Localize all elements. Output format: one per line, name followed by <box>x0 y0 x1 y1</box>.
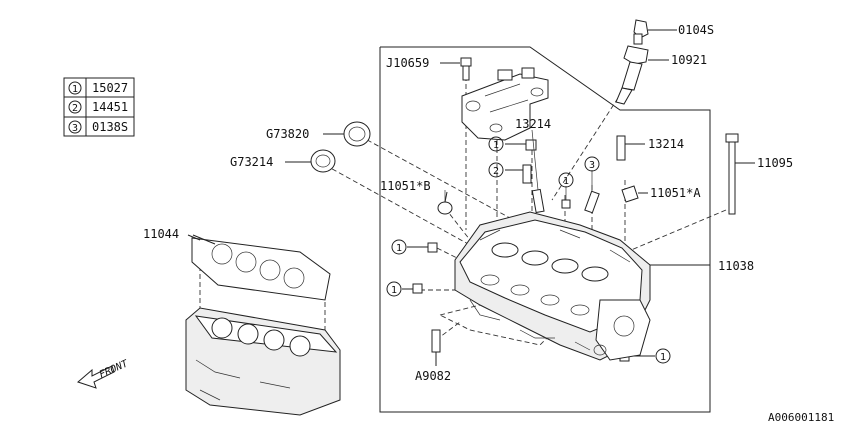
bolt-j10659 <box>440 57 472 81</box>
svg-text:2: 2 <box>493 166 499 177</box>
front-arrow: FRONT <box>77 358 131 389</box>
solenoid-10921 <box>615 45 669 105</box>
plug-small-2 <box>505 164 532 184</box>
label-g73214: G73214 <box>230 155 273 169</box>
plug-small-1 <box>505 139 537 151</box>
label-leaders <box>192 191 448 245</box>
svg-text:1: 1 <box>391 285 397 296</box>
assembly-frame <box>379 46 711 413</box>
legend-num: 3 <box>72 123 78 134</box>
legend-table: 1 15027 2 14451 3 0138S <box>63 77 135 137</box>
label-0104s: 0104S <box>678 23 714 37</box>
bolt-1-upper <box>561 186 571 209</box>
seal-g73820 <box>323 121 371 147</box>
label-10921: 10921 <box>671 53 707 67</box>
front-label: FRONT <box>98 358 131 381</box>
label-g73820: G73820 <box>266 127 309 141</box>
cap-11051a <box>621 185 648 203</box>
head-gasket <box>187 234 331 301</box>
svg-text:1: 1 <box>493 140 499 151</box>
label-j10659: J10659 <box>386 56 429 70</box>
callout-1-left: 1 <box>391 239 407 255</box>
legend-part: 0138S <box>92 120 128 134</box>
seal-g73214 <box>285 149 336 173</box>
label-11044: 11044 <box>143 227 179 241</box>
callout-1-upper: 1 <box>488 136 504 152</box>
label-13214-right: 13214 <box>648 137 684 151</box>
legend-part: 14451 <box>92 100 128 114</box>
bolt-1-lower-left <box>402 283 423 294</box>
legend-row-1: 1 15027 <box>68 81 128 95</box>
callout-2: 2 <box>488 162 504 178</box>
legend-row-2: 2 14451 <box>68 100 128 114</box>
label-11038: 11038 <box>718 259 754 273</box>
cylinder-head <box>454 211 710 361</box>
legend-row-3: 3 0138S <box>68 120 128 134</box>
svg-text:3: 3 <box>589 160 595 171</box>
legend-num: 1 <box>72 84 78 95</box>
callout-1-right: 1 <box>655 348 671 364</box>
cam-bracket <box>461 67 549 141</box>
svg-text:1: 1 <box>396 243 402 254</box>
legend-num: 2 <box>72 103 78 114</box>
callout-1-lower-left: 1 <box>386 281 402 297</box>
callout-1-mid: 1 <box>558 172 574 188</box>
sensor-0104s <box>633 19 677 45</box>
figure-code: A006001181 <box>768 411 834 424</box>
stud-13214a <box>531 129 545 214</box>
cylinder-block <box>185 307 341 416</box>
label-a9082: A9082 <box>415 369 451 383</box>
label-11095: 11095 <box>757 156 793 170</box>
label-11051b: 11051*B <box>380 179 431 193</box>
stud-13214b <box>616 135 645 161</box>
bolt-1-left <box>407 242 438 253</box>
legend-part: 15027 <box>92 81 128 95</box>
plug-3 <box>584 170 600 214</box>
stud-a9082 <box>431 329 441 366</box>
callout-3: 3 <box>584 156 600 172</box>
label-11051a: 11051*A <box>650 186 701 200</box>
label-13214-upper: 13214 <box>515 117 551 131</box>
svg-text:1: 1 <box>660 352 666 363</box>
bolt-11095 <box>725 133 755 215</box>
svg-text:1: 1 <box>563 176 569 187</box>
